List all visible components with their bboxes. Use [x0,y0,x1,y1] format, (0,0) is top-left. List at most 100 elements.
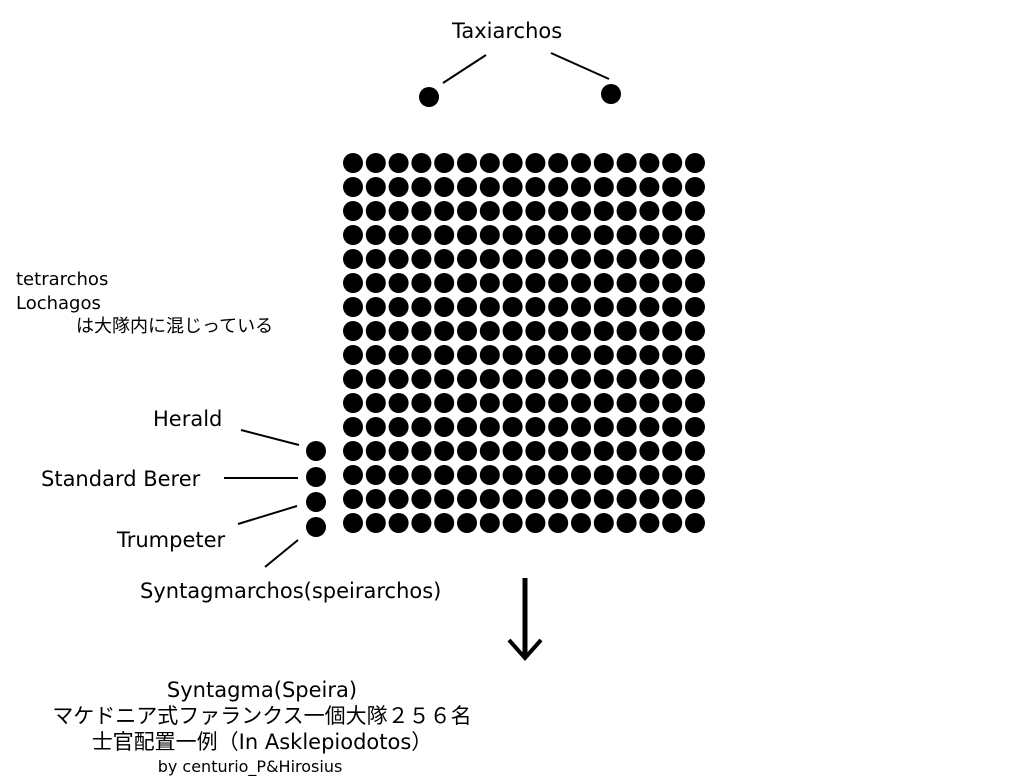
soldier-marker [411,393,432,413]
soldier-marker [685,225,705,245]
soldier-marker [593,513,614,533]
soldier-marker [457,393,477,413]
soldier-marker [525,201,546,221]
soldier-marker [411,201,432,221]
soldier-marker [411,321,432,341]
soldier-marker [639,249,660,269]
soldier-marker [434,489,455,509]
lochagos-label: Lochagos [16,293,101,314]
soldier-marker [685,201,705,221]
soldier-marker [639,513,660,533]
soldier-marker [662,201,683,221]
soldier-marker [502,345,523,365]
soldier-marker [593,201,614,221]
tetrarchos-label: tetrarchos [16,269,109,290]
soldier-marker [616,273,637,293]
soldier-marker [685,345,705,365]
soldier-marker [457,345,477,365]
soldier-marker [685,513,705,533]
soldier-marker [411,345,432,365]
herald-leader-line [240,429,300,446]
soldier-marker [411,153,432,173]
soldier-marker [388,441,409,461]
soldier-marker [662,489,683,509]
soldier-marker [571,369,591,389]
soldier-marker [479,273,500,293]
soldier-marker [685,321,705,341]
soldier-marker [639,417,660,437]
soldier-marker [571,177,591,197]
soldier-marker [388,225,409,245]
soldier-marker [571,273,591,293]
soldier-marker [616,369,637,389]
soldier-grid [343,153,705,533]
soldier-marker [593,465,614,485]
soldier-marker [434,225,455,245]
soldier-marker [662,249,683,269]
soldier-marker [548,297,569,317]
soldier-marker [548,369,569,389]
soldier-marker [434,273,455,293]
soldier-marker [525,297,546,317]
soldier-marker [593,489,614,509]
soldier-marker [343,393,363,413]
soldier-marker [343,321,363,341]
soldier-marker [502,489,523,509]
soldier-marker [411,441,432,461]
soldier-marker [685,465,705,485]
soldier-marker [593,177,614,197]
herald-label: Herald [153,407,223,431]
soldier-marker [593,273,614,293]
soldier-marker [548,489,569,509]
soldier-marker [639,273,660,293]
soldier-marker [571,489,591,509]
soldier-marker [639,177,660,197]
soldier-marker [365,297,386,317]
soldier-marker [639,393,660,413]
soldier-marker [479,441,500,461]
soldier-marker [525,369,546,389]
soldier-marker [411,273,432,293]
soldier-marker [502,225,523,245]
soldier-marker [685,489,705,509]
caption-title: Syntagma(Speira) [166,678,358,702]
syntagmarchos-leader-line [264,539,299,568]
soldier-marker [639,321,660,341]
soldier-marker [662,225,683,245]
taxiarchos-leader-line-right [550,52,610,80]
soldier-marker [685,441,705,461]
soldier-marker [548,465,569,485]
soldier-marker [662,417,683,437]
soldier-marker [593,249,614,269]
soldier-marker [479,297,500,317]
soldier-marker [434,393,455,413]
soldier-marker [639,369,660,389]
mixed-note-label: は大隊内に混じっている [76,316,274,337]
soldier-marker [343,201,363,221]
soldier-marker [571,225,591,245]
soldier-marker [662,345,683,365]
soldier-marker [616,249,637,269]
soldier-marker [388,369,409,389]
soldier-marker [571,513,591,533]
soldier-marker [343,153,363,173]
soldier-marker [457,153,477,173]
soldier-marker [548,153,569,173]
soldier-marker [479,225,500,245]
soldier-marker [548,441,569,461]
soldier-marker [525,417,546,437]
soldier-marker [388,489,409,509]
soldier-marker [593,345,614,365]
soldier-marker [639,489,660,509]
soldier-marker [571,249,591,269]
soldier-marker [571,441,591,461]
soldier-marker [411,369,432,389]
caption-source: 士官配置一例（In Asklepiodotos） [91,730,433,754]
soldier-marker [616,153,637,173]
soldier-marker [388,393,409,413]
soldier-marker [639,441,660,461]
soldier-marker [411,249,432,269]
soldier-marker [662,153,683,173]
soldier-marker [525,489,546,509]
soldier-marker [502,297,523,317]
